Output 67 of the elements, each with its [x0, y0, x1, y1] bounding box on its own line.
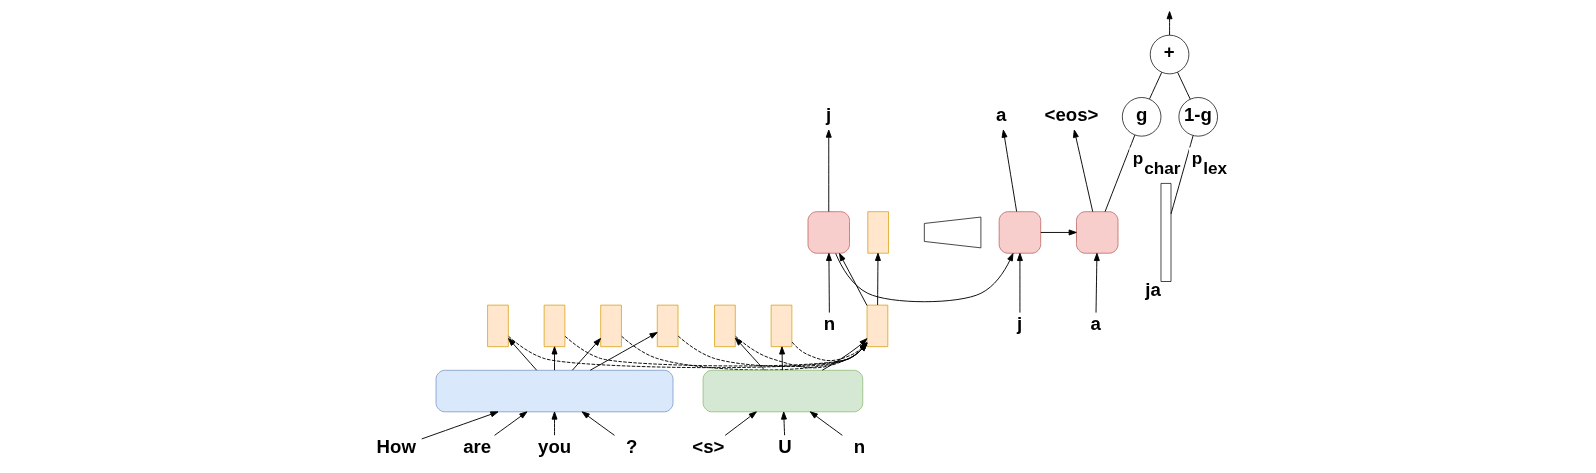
node-text: How [376, 435, 416, 457]
node-box [998, 211, 1041, 254]
node-trapezoid [923, 216, 981, 249]
node-text: n [853, 435, 865, 457]
node-text: j [1016, 312, 1022, 334]
node-text: a [995, 103, 1006, 125]
node-label: ja [1144, 278, 1161, 300]
node-circle: 1-g [1178, 97, 1218, 137]
arrow [825, 129, 832, 213]
node-text: you [537, 435, 571, 457]
arrow [724, 411, 757, 436]
node-box [1075, 211, 1118, 254]
node-box [599, 304, 622, 348]
node-bar [1160, 183, 1171, 282]
arrow [507, 338, 537, 371]
arrow [1016, 252, 1023, 314]
arrow [564, 335, 867, 367]
arrow [838, 253, 867, 306]
arrow [825, 252, 832, 314]
arrow [1093, 252, 1100, 314]
arrow [1039, 229, 1077, 236]
node-box [770, 304, 792, 348]
node-text: are [462, 435, 491, 457]
node-box [435, 369, 673, 413]
arrow [1072, 129, 1093, 213]
connector [1170, 135, 1194, 215]
arrow [791, 341, 867, 362]
connector [1176, 71, 1191, 100]
arrow [589, 332, 658, 371]
node-box [866, 304, 888, 348]
node-text: n [823, 312, 835, 334]
node-text: j [825, 103, 831, 125]
arrow [780, 411, 787, 436]
node-text: U [777, 435, 792, 457]
arrow [571, 338, 601, 371]
arrow [551, 346, 557, 371]
node-text: <s> [691, 435, 724, 457]
node-box [713, 304, 736, 348]
node-box [656, 304, 678, 348]
node-box [807, 211, 850, 254]
arrow [507, 335, 867, 369]
arrow [778, 346, 785, 371]
arrow [809, 411, 843, 436]
arrow [677, 335, 867, 367]
arrow [1001, 129, 1017, 213]
arrow [493, 411, 527, 436]
node-circle: + [1149, 34, 1189, 75]
arrow [620, 335, 867, 371]
node-box [543, 304, 565, 348]
arrow [834, 253, 1013, 303]
arrow [874, 252, 881, 306]
node-circle: g [1121, 97, 1161, 137]
arrow [734, 337, 765, 371]
node-text: ? [625, 435, 637, 457]
connector [1104, 134, 1135, 213]
arrow [1166, 11, 1173, 36]
node-box [866, 211, 889, 254]
connector [1148, 71, 1162, 100]
node-text: <eos> [1044, 103, 1098, 125]
node-text: a [1089, 312, 1101, 334]
arrow [420, 411, 498, 440]
arrow [581, 411, 615, 436]
arrow [821, 338, 867, 371]
node-box [702, 369, 863, 413]
node-box [486, 304, 509, 348]
arrow [734, 335, 867, 369]
arrow [551, 411, 557, 436]
